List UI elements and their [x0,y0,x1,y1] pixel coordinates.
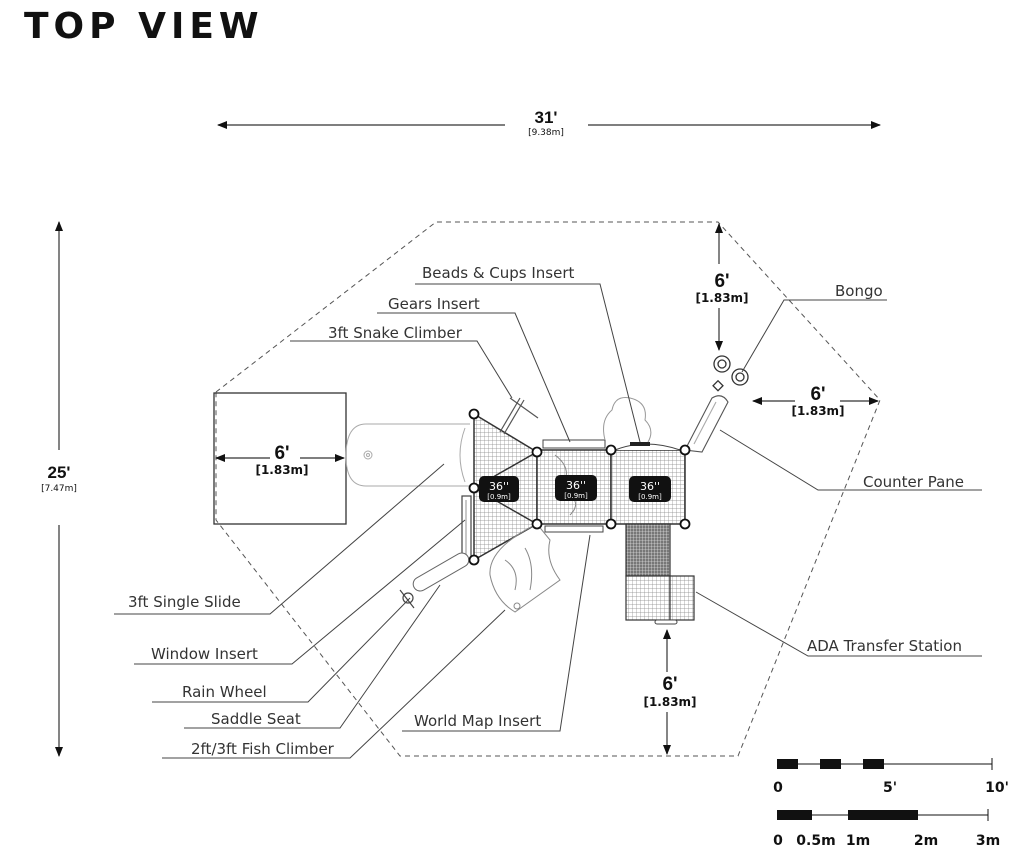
svg-text:0: 0 [773,780,783,796]
svg-text:[0.9m]: [0.9m] [638,493,662,501]
svg-text:0: 0 [773,833,783,849]
imperial-scale-bar: 0 5' 10' [773,758,1009,796]
use-zone-boundary [215,221,881,757]
svg-text:[1.83m]: [1.83m] [643,695,696,709]
callout-saddle-seat: Saddle Seat [211,710,301,728]
svg-text:36'': 36'' [489,480,509,493]
callout-window-insert: Window Insert [151,645,258,663]
svg-text:[1.83m]: [1.83m] [791,404,844,418]
bongo [712,355,749,392]
svg-text:6': 6' [662,674,677,695]
page-title: TOP VIEW [24,6,264,47]
ada-transfer-station [625,523,695,625]
callout-leaders [114,283,982,759]
saddle-seat [412,552,470,592]
single-slide [345,423,470,487]
svg-text:[0.9m]: [0.9m] [564,492,588,500]
deck-height-tag: 36'' [0.9m] [555,475,597,501]
svg-text:36'': 36'' [640,480,660,493]
overall-width-dimension: 31' [9.38m] [217,108,881,138]
callout-rain-wheel: Rain Wheel [182,683,267,701]
slide-runout-zone: 6' [1.83m] [213,392,347,525]
callout-world-map: World Map Insert [414,712,541,730]
top-clearance-dimension: 6' [1.83m] [695,223,749,351]
svg-text:36'': 36'' [566,479,586,492]
callout-fish-climber: 2ft/3ft Fish Climber [191,740,335,758]
width-metric: [9.38m] [528,128,564,138]
depth-metric: [7.47m] [41,484,77,494]
fish-climber [489,523,561,613]
deck-height-tag: 36'' [0.9m] [479,476,519,502]
depth-imperial: 25' [48,463,71,482]
svg-text:0.5m: 0.5m [796,833,835,849]
runout-metric: [1.83m] [255,463,308,477]
callout-ada-transfer: ADA Transfer Station [807,637,962,655]
svg-text:1m: 1m [846,833,870,849]
snake-climber [499,397,539,435]
deck-posts [468,408,691,566]
tree-decoration [603,397,652,443]
svg-text:6': 6' [714,271,729,292]
window-insert [461,495,472,561]
rain-wheel [399,589,415,609]
callout-counter-pane: Counter Pane [863,473,964,491]
callout-bongo: Bongo [835,282,883,300]
width-imperial: 31' [535,108,558,127]
svg-text:2m: 2m [914,833,938,849]
deck-height-tag: 36'' [0.9m] [629,476,671,502]
svg-text:[0.9m]: [0.9m] [487,493,511,501]
svg-text:10': 10' [985,780,1009,796]
callout-gears: Gears Insert [388,295,480,313]
callout-single-slide: 3ft Single Slide [128,593,241,611]
svg-text:6': 6' [810,384,825,405]
svg-text:3m: 3m [976,833,1000,849]
counter-pane [684,395,729,453]
bottom-clearance-dimension: 6' [1.83m] [643,629,697,755]
callout-snake-climber: 3ft Snake Climber [328,324,463,342]
metric-scale-bar: 0 0.5m 1m 2m 3m [773,809,1000,849]
callout-beads-cups: Beads & Cups Insert [422,264,575,282]
svg-text:[1.83m]: [1.83m] [695,291,748,305]
svg-text:5': 5' [883,780,897,796]
overall-depth-dimension: 25' [7.47m] [41,221,77,757]
right-clearance-dimension: 6' [1.83m] [752,384,879,418]
runout-imperial: 6' [274,443,289,464]
